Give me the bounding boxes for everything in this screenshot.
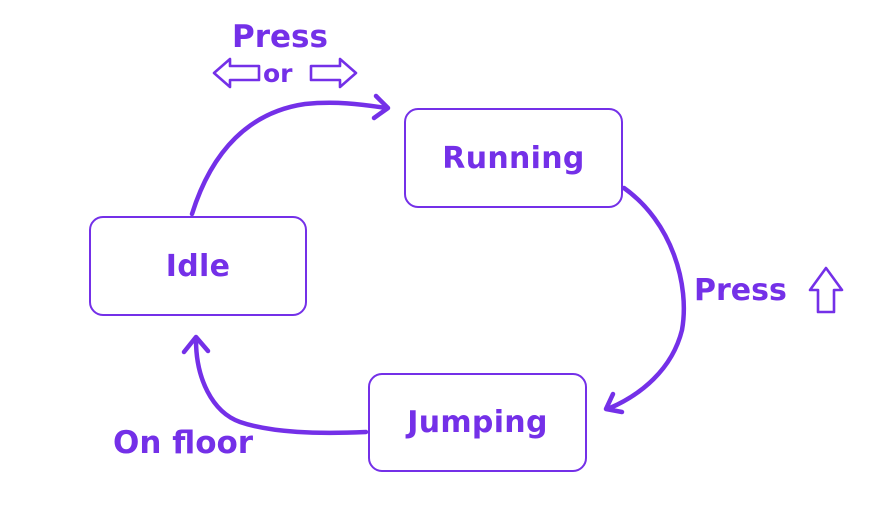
state-idle: Idle <box>89 216 307 316</box>
arrowhead-idle-to-running <box>371 93 391 121</box>
arrow-left-icon <box>212 57 261 89</box>
arrow-running-to-jumping <box>607 185 687 411</box>
arrowhead-running-to-jumping <box>603 391 625 415</box>
state-jumping-label: Jumping <box>407 405 548 440</box>
transition-running-jumping-label: Press <box>694 273 787 308</box>
state-idle-label: Idle <box>165 248 231 284</box>
transition-idle-running-or: or <box>263 59 293 88</box>
state-running: Running <box>404 108 623 208</box>
arrow-jumping-to-idle <box>193 337 369 436</box>
arrow-idle-to-running <box>189 100 389 217</box>
transition-idle-running-label: Press <box>232 19 328 55</box>
state-running-label: Running <box>442 140 585 176</box>
arrow-up-icon <box>808 266 844 314</box>
arrow-right-icon <box>309 57 358 89</box>
transition-jumping-idle-label: On floor <box>113 425 254 461</box>
arrowhead-jumping-to-idle <box>181 334 211 355</box>
state-jumping: Jumping <box>368 373 587 472</box>
